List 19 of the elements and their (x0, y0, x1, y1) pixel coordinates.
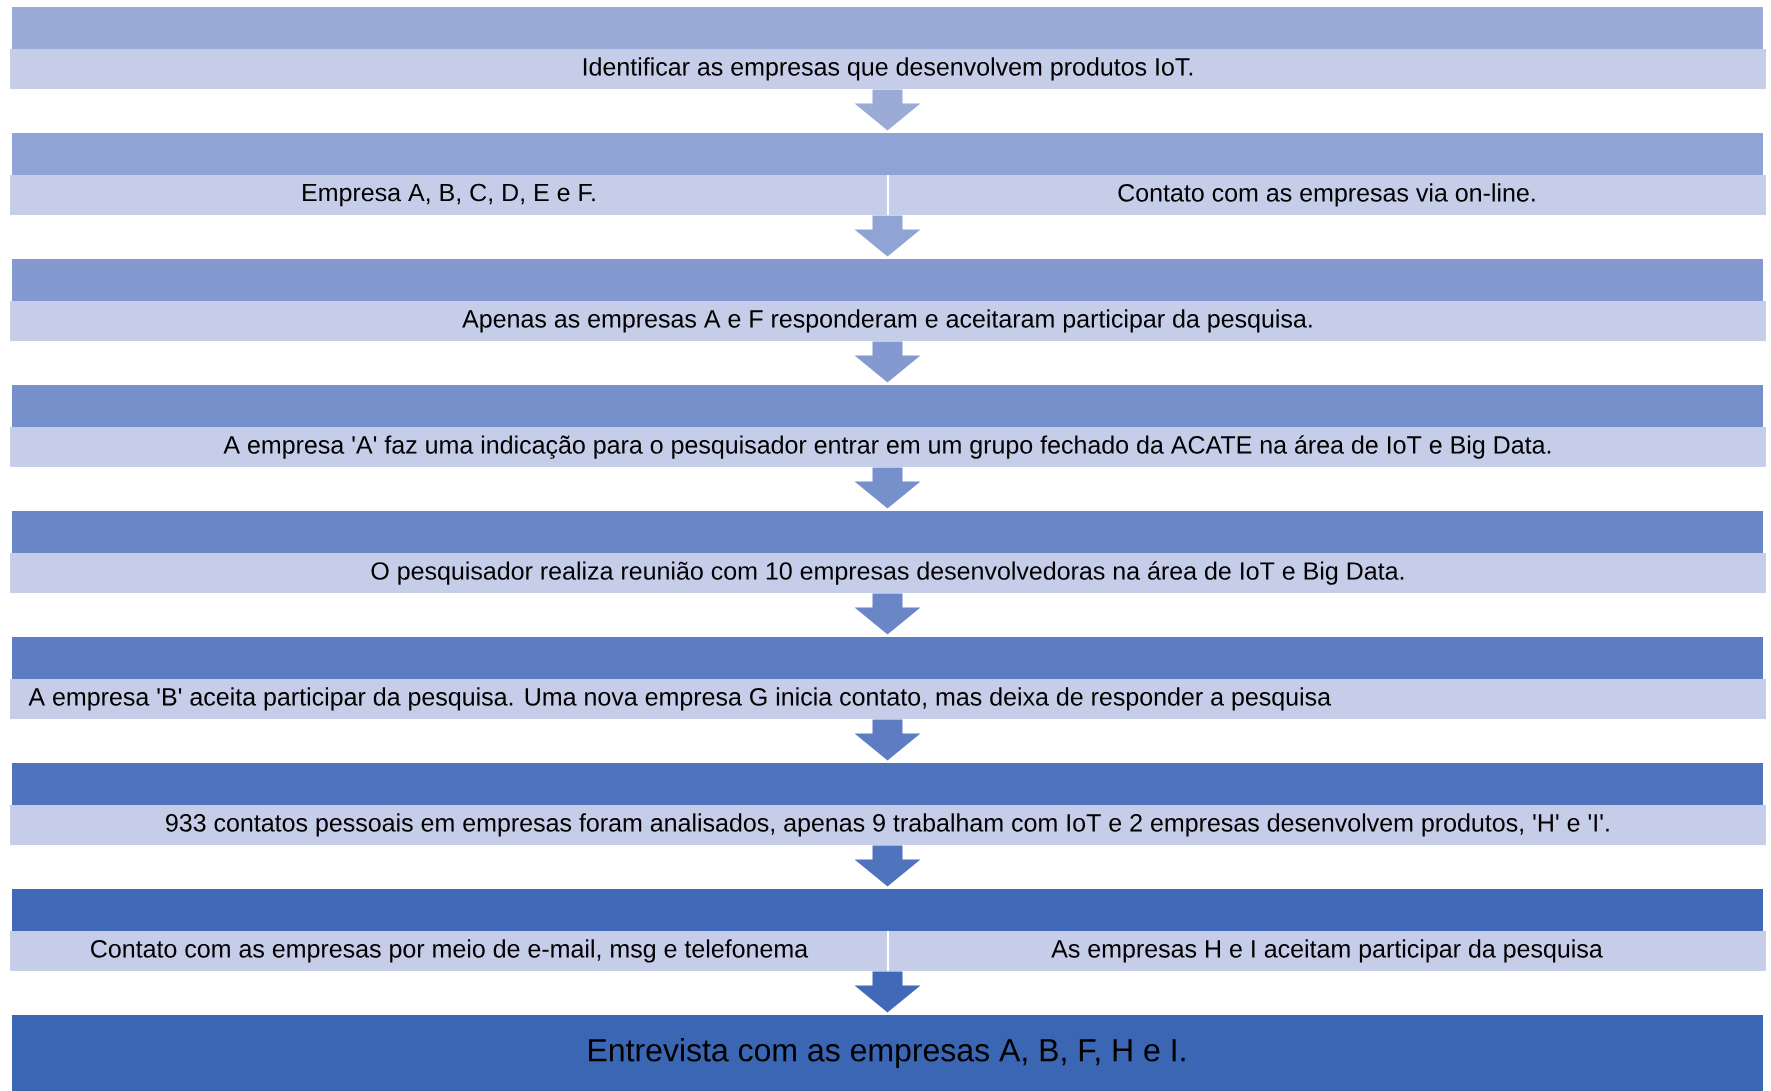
block-arrow (854, 341, 921, 383)
block-arrow (854, 971, 921, 1013)
block-arrow (854, 89, 921, 131)
text-bar: Contato com as empresas via on-line. (889, 175, 1766, 215)
text-bar: A empresa 'A' faz uma indicação para o pesquisador entrar em um grupo fechado da ACATE na área de IoT e Big Data. (10, 427, 1766, 467)
text-bar: O pesquisador realiza reunião com 10 empresas desenvolvedoras na área de IoT e Big Data. (10, 553, 1766, 593)
final-band: Entrevista com as empresas A, B, F, H e I. (12, 1015, 1763, 1091)
text-bar: Apenas as empresas A e F responderam e aceitaram participar da pesquisa. (10, 301, 1766, 341)
text-bar: 933 contatos pessoais em empresas foram analisados, apenas 9 trabalham com IoT e 2 empresas desenvolvem produtos, 'H' e 'I'. (10, 805, 1766, 845)
block-arrow (854, 215, 921, 257)
block-arrow (854, 845, 921, 887)
text-bar: Contato com as empresas por meio de e-mail, msg e telefonema (10, 931, 887, 971)
block-arrow (854, 719, 921, 761)
text-bar: Empresa A, B, C, D, E e F. (10, 175, 887, 215)
block-arrow (854, 467, 921, 509)
text-bar: As empresas H e I aceitam participar da pesquisa (889, 931, 1766, 971)
text-bar: Identificar as empresas que desenvolvem produtos IoT. (10, 49, 1766, 89)
text-bar: A empresa 'B' aceita participar da pesquisa. Uma nova empresa G inicia contato, mas deixa de responder a pesquisa (10, 679, 1766, 719)
block-arrow (854, 593, 921, 635)
